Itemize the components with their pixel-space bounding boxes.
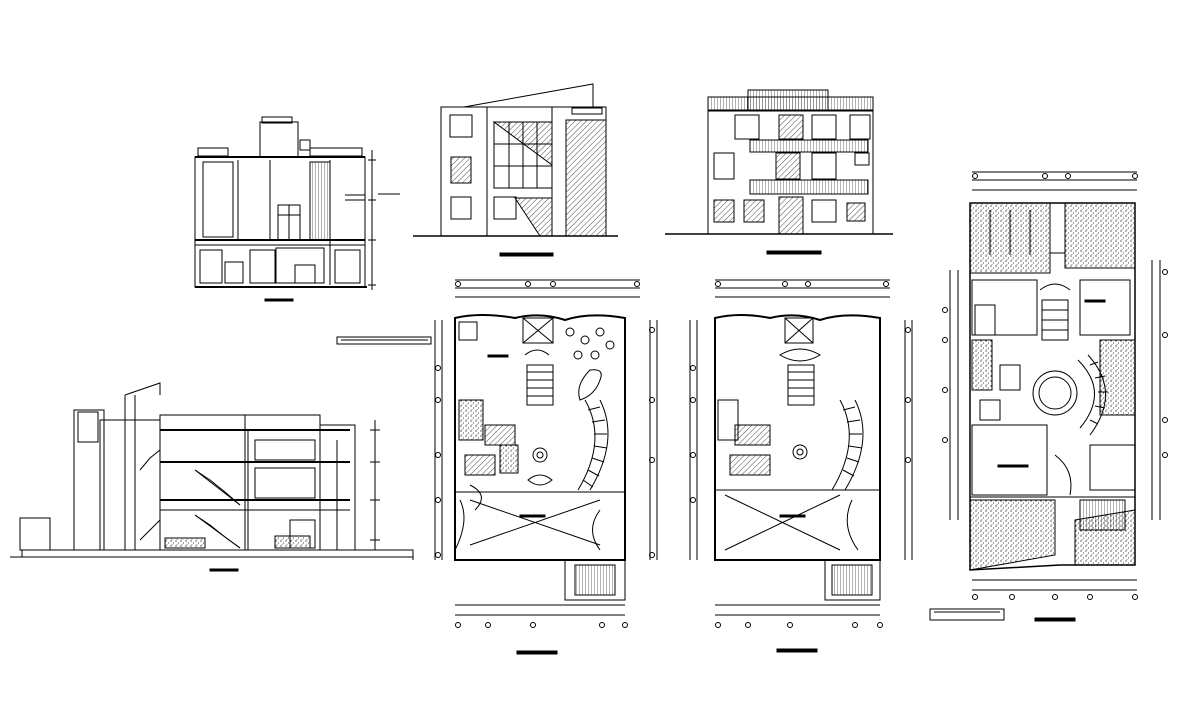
section-left-upper [194,116,432,345]
front-elevation [413,83,618,257]
ground-floor-plan [434,279,658,655]
rear-elevation [665,89,893,255]
first-floor-plan [689,279,913,653]
section-right-lower [10,382,414,572]
roof-site-plan [929,171,1168,622]
